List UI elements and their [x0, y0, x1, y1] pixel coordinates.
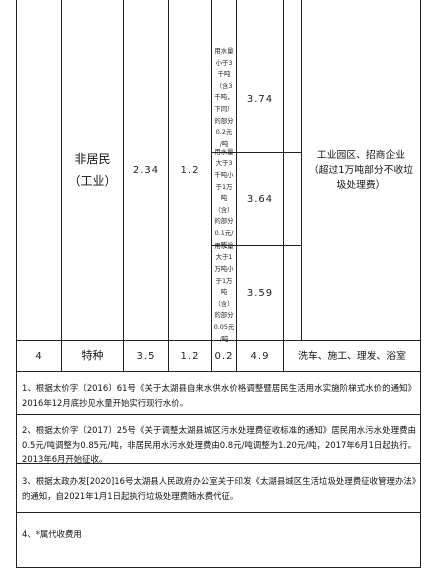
rule — [16, 340, 421, 341]
rule — [211, 0, 212, 371]
note-1: 1、根据太价字〔2016〕61号《关于太湖县自来水供水价格调整暨居民生活用水实施… — [22, 381, 416, 410]
tier-2-price: 3.64 — [237, 153, 283, 245]
rule — [123, 0, 124, 371]
rule — [16, 567, 421, 568]
note-2-text: 2、根据太价字〔2017〕25号《关于调整太湖县城区污水处理费征收标准的通知》居… — [22, 425, 416, 464]
remark-text: 洗车、施工、理发、浴室 — [298, 350, 406, 362]
tier-2-description: 用水量 大于3 千吨小 于1万 吨（含） 的部分 0.1元/ 吨 — [212, 148, 236, 249]
base-price-value: 3.5 — [136, 350, 156, 362]
tier-2-text: 用水量 大于3 千吨小 于1万 吨（含） 的部分 0.1元/ 吨 — [214, 147, 234, 249]
note-1-text: 1、根据太价字〔2016〕61号《关于太湖县自来水供水价格调整暨居民生活用水实施… — [22, 383, 416, 408]
tier-2-price-value: 3.64 — [246, 193, 274, 205]
rule — [236, 0, 237, 371]
sewage-fee-special: 1.2 — [169, 341, 211, 371]
tier-3-price: 3.59 — [237, 246, 283, 340]
rule — [16, 463, 421, 464]
rule — [16, 0, 17, 567]
rule — [211, 152, 301, 153]
rule — [420, 0, 421, 567]
rule — [301, 0, 302, 340]
tier-3-description: 用水量 大于1 万吨小 于1万 吨（含） 的部分 0.05元 /吨 — [212, 242, 236, 343]
rule — [283, 0, 284, 371]
category-label: 特种 — [81, 349, 104, 362]
sewage-fee-value: 1.2 — [180, 164, 200, 176]
tier-3-text: 用水量 大于1 万吨小 于1万 吨（含） 的部分 0.05元 /吨 — [213, 241, 235, 343]
note-4-text: 4、*属代收费用 — [22, 529, 82, 539]
garbage-fee-value: 0.2 — [214, 350, 234, 362]
remark-text: 工业园区、招商企业（超过1万吨部分不收垃圾处理费） — [308, 149, 414, 191]
tier-3-price-value: 3.59 — [246, 287, 274, 299]
base-price-non-resident: 2.34 — [124, 0, 168, 340]
note-2: 2、根据太价字〔2017〕25号《关于调整太湖县城区污水处理费征收标准的通知》居… — [22, 423, 416, 467]
rule — [61, 0, 62, 371]
rule — [168, 0, 169, 371]
rule — [211, 245, 301, 246]
remark-special: 洗车、施工、理发、浴室 — [284, 341, 420, 371]
total-price-value: 4.9 — [250, 350, 270, 362]
total-price-special: 4.9 — [237, 341, 283, 371]
category-special: 特种 — [62, 341, 123, 371]
sewage-fee-value: 1.2 — [180, 350, 200, 362]
tier-1-price-value: 3.74 — [246, 93, 274, 105]
tier-1-description: 用水量 小于3 千吨 （含3 千吨， 下同） 的部分 0.2元 /吨 — [212, 46, 236, 152]
tier-1-text: 用水量 小于3 千吨 （含3 千吨， 下同） 的部分 0.2元 /吨 — [214, 47, 234, 148]
row-index-special: 4 — [17, 341, 61, 371]
remark-non-resident: 工业园区、招商企业（超过1万吨部分不收垃圾处理费） — [302, 0, 420, 340]
note-4: 4、*属代收费用 — [22, 527, 416, 542]
rule — [16, 512, 421, 513]
base-price-value: 2.34 — [132, 164, 160, 176]
category-non-resident: 非居民（工业） — [62, 0, 123, 340]
note-3: 3、根据太政办发[2020]16号太湖县人民政府办公室关于印发《太湖县城区生活垃… — [22, 474, 416, 503]
row-index-value: 4 — [35, 350, 43, 362]
base-price-special: 3.5 — [124, 341, 168, 371]
category-label: 非居民（工业） — [68, 152, 117, 188]
rule — [16, 371, 421, 372]
rule — [16, 414, 421, 415]
note-3-text: 3、根据太政办发[2020]16号太湖县人民政府办公室关于印发《太湖县城区生活垃… — [22, 476, 416, 501]
garbage-fee-special: 0.2 — [212, 341, 236, 371]
tier-1-price: 3.74 — [237, 46, 283, 152]
sewage-fee-non-resident: 1.2 — [169, 0, 211, 340]
